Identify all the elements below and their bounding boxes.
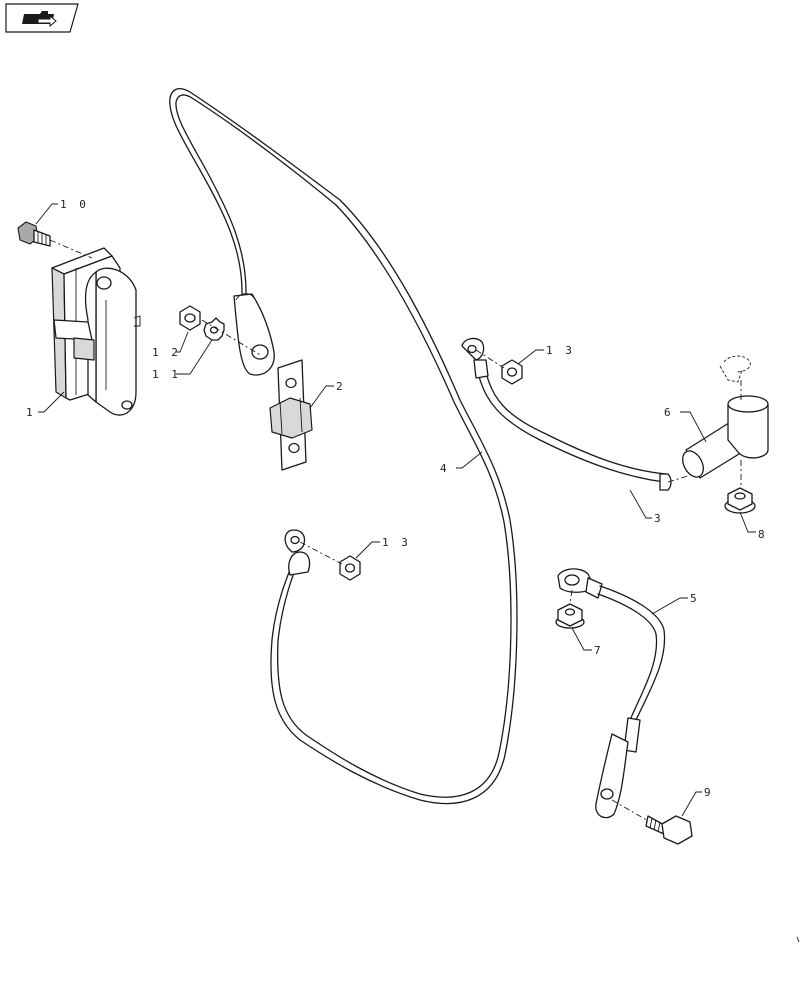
cable-part-4-lower-terminal [284, 529, 311, 576]
callout-9[interactable]: 9 [681, 786, 714, 817]
svg-text:5: 5 [690, 592, 700, 605]
svg-text:1 2: 1 2 [152, 346, 181, 359]
svg-text:8: 8 [758, 528, 768, 541]
flange-nut-part-8 [724, 487, 756, 514]
svg-text:3: 3 [654, 512, 664, 525]
callout-7[interactable]: 7 [571, 627, 604, 657]
svg-text:1: 1 [26, 406, 36, 419]
terminal-hole [251, 344, 269, 360]
svg-text:1 3: 1 3 [546, 344, 575, 357]
callout-8[interactable]: 8 [739, 511, 768, 541]
svg-text:1 0: 1 0 [60, 198, 89, 211]
ground-cable-part-5 [557, 568, 666, 819]
svg-text:9: 9 [704, 786, 714, 799]
callout-2[interactable]: 2 [309, 380, 346, 409]
folder-arrow-icon [22, 11, 57, 28]
callout-13-upper[interactable]: 1 3 [517, 344, 575, 365]
corner-mark [796, 936, 800, 943]
callout-1[interactable]: 1 [26, 391, 65, 419]
bolt-part-9 [611, 799, 693, 845]
navigation-button[interactable] [5, 3, 79, 33]
callout-12[interactable]: 1 2 [152, 331, 189, 359]
bolt-part-10 [17, 221, 93, 259]
battery-disconnect-part-1 [51, 247, 141, 416]
svg-text:2: 2 [336, 380, 346, 393]
callout-3[interactable]: 3 [629, 489, 664, 525]
fuse-link-part-2 [269, 359, 313, 471]
callout-11[interactable]: 1 1 [152, 339, 213, 381]
nut-part-13-upper [475, 349, 523, 385]
cable-part-3 [461, 337, 689, 491]
callout-4[interactable]: 4 [440, 451, 483, 475]
svg-text:7: 7 [594, 644, 604, 657]
flange-nut-part-7 [555, 589, 585, 629]
washer-part-11 [201, 317, 263, 357]
svg-text:6: 6 [664, 406, 674, 419]
cable-part-4 [169, 87, 518, 805]
nut-part-12 [179, 305, 201, 331]
terminal-boot-part-6 [682, 355, 769, 488]
svg-text:1 1: 1 1 [152, 368, 181, 381]
callout-5[interactable]: 5 [651, 592, 700, 615]
nut-part-13-lower [299, 541, 361, 581]
callout-10[interactable]: 1 0 [35, 198, 89, 225]
svg-text:1 3: 1 3 [382, 536, 411, 549]
svg-text:4: 4 [440, 462, 450, 475]
callout-6[interactable]: 6 [664, 406, 707, 443]
callout-13-lower[interactable]: 1 3 [355, 536, 411, 559]
